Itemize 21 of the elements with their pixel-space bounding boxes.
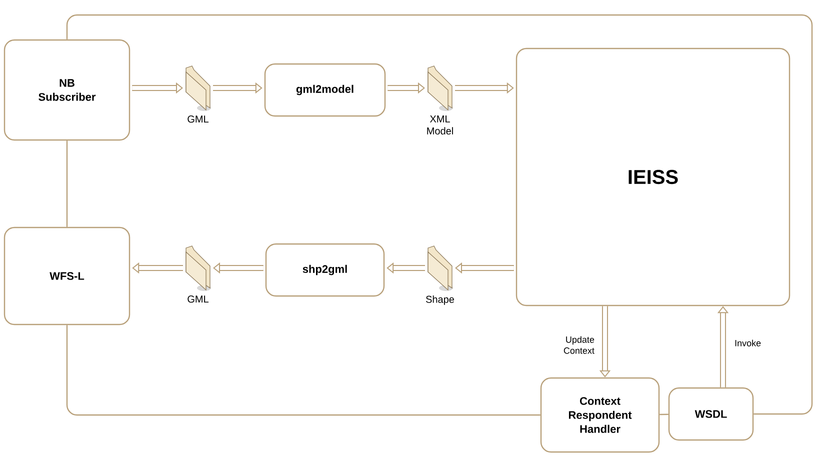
edge-label: Update Context bbox=[564, 336, 594, 354]
connector-line bbox=[66, 325, 540, 416]
process-box: WFS-L bbox=[4, 226, 130, 326]
process-box: Context Respondent Handler bbox=[540, 377, 660, 453]
folder-caption: Shape bbox=[426, 296, 454, 305]
process-box: WSDL bbox=[668, 387, 754, 441]
folder-icon bbox=[428, 246, 453, 291]
folder-icon bbox=[186, 246, 211, 291]
folder-icon bbox=[428, 66, 453, 111]
edge-label: Invoke bbox=[735, 340, 761, 346]
process-box: gml2model bbox=[264, 63, 386, 117]
process-box: shp2gml bbox=[265, 243, 385, 297]
folder-caption: GML bbox=[188, 296, 209, 303]
folder-caption: XML Model bbox=[427, 116, 453, 134]
connector-line bbox=[660, 414, 668, 416]
process-box: IEISS bbox=[516, 48, 790, 306]
connector-line bbox=[66, 140, 68, 227]
connector-line bbox=[66, 14, 813, 415]
folder-caption: GML bbox=[188, 116, 209, 123]
folder-icon bbox=[186, 66, 211, 111]
process-box: NB Subscriber bbox=[4, 39, 130, 141]
